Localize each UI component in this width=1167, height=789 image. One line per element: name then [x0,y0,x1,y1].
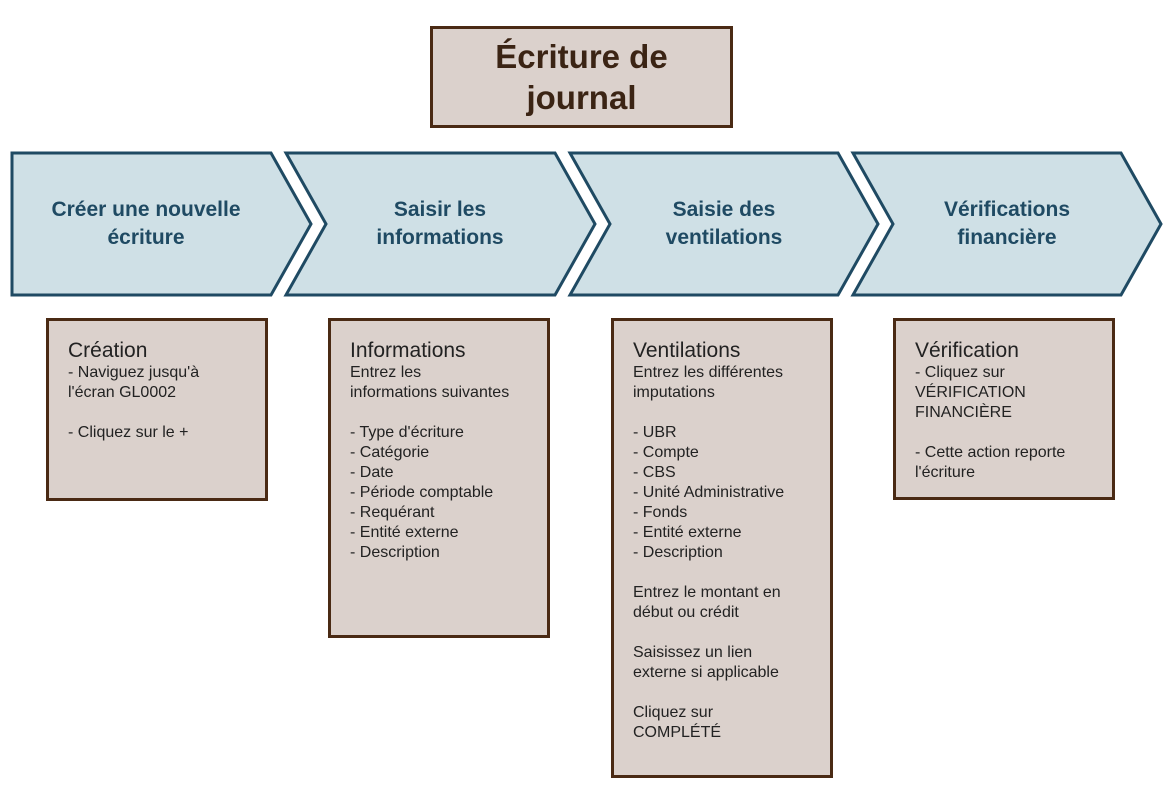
card-line: - Description [633,544,723,561]
step-1-label: Créer une nouvelle écriture [51,198,241,249]
card-line: Cliquez sur [633,704,714,721]
card-line: Entrez les différentes [633,364,784,381]
card-line: externe si applicable [633,664,779,681]
card-line: - Cliquez sur [915,364,1005,381]
card-line: - Type d'écriture [350,424,464,441]
card-ventilations: Ventilations Entrez les différentes impu… [611,318,833,778]
card-ventilations-title: Ventilations [633,339,741,362]
card-verification-body: - Cliquez sur VÉRIFICATION FINANCIÈRE - … [915,363,1094,483]
chevron-step-4 [850,151,1163,297]
diagram-title-box: Écriture de journal [430,26,733,128]
card-line [633,403,812,423]
card-line [633,563,812,583]
card-line: - Cliquez sur le + [68,424,189,441]
step-4-label: Vérifications financière [943,198,1071,249]
card-creation-body: - Naviguez jusqu'à l'écran GL0002 - Cliq… [68,363,247,443]
card-creation-title: Création [68,339,148,362]
card-line: COMPLÉTÉ [633,724,722,741]
card-informations: Informations Entrez les informations sui… [328,318,550,638]
card-line: Saisissez un lien [633,644,753,661]
card-informations-body: Entrez les informations suivantes - Type… [350,363,529,563]
card-informations-title: Informations [350,339,466,362]
card-line: Entrez le montant en [633,584,781,601]
card-line: l'écriture [915,464,975,481]
card-line: informations suivantes [350,384,510,401]
card-line: - Fonds [633,504,688,521]
card-line: - Date [350,464,394,481]
card-line: - Entité externe [633,524,742,541]
chevron-step-1 [10,151,313,297]
card-line: Entrez les [350,364,422,381]
diagram-title: Écriture de journal [495,38,668,116]
card-line: - Unité Administrative [633,484,785,501]
card-verification-title: Vérification [915,339,1019,362]
card-line: VÉRIFICATION [915,384,1026,401]
card-line [633,683,812,703]
card-line: - Période comptable [350,484,494,501]
step-3-label: Saisie des ventilations [665,198,783,249]
card-line: - Entité externe [350,524,459,541]
card-line: - Requérant [350,504,435,521]
card-line: imputations [633,384,715,401]
card-line: FINANCIÈRE [915,404,1012,421]
chevron-step-2 [283,151,597,297]
card-line: - Compte [633,444,699,461]
card-line: - UBR [633,424,677,441]
card-line: - Naviguez jusqu'à [68,364,200,381]
card-line: - Catégorie [350,444,430,461]
card-line: début ou crédit [633,604,739,621]
card-line: - Description [350,544,440,561]
card-line: - Cette action reporte [915,444,1066,461]
chevron-step-3 [567,151,880,297]
card-line: - CBS [633,464,676,481]
card-ventilations-body: Entrez les différentes imputations - UBR… [633,363,812,743]
card-line [915,423,1094,443]
card-verification: Vérification - Cliquez sur VÉRIFICATION … [893,318,1115,500]
card-creation: Création - Naviguez jusqu'à l'écran GL00… [46,318,268,501]
card-line [633,623,812,643]
step-2-label: Saisir les informations [376,198,504,249]
card-line: l'écran GL0002 [68,384,177,401]
card-line [350,403,529,423]
card-line [68,403,247,423]
